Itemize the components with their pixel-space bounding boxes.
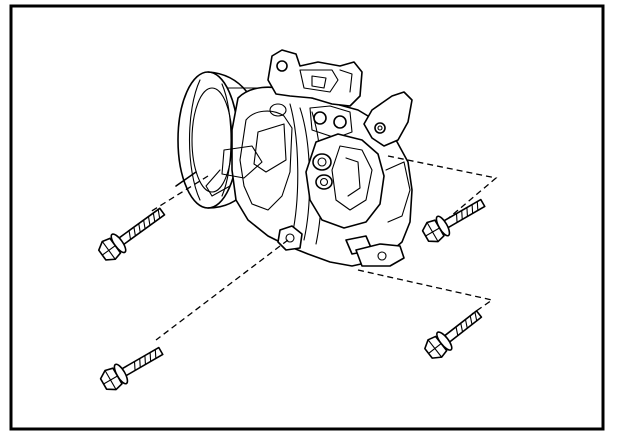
bolt-icon xyxy=(424,310,483,359)
alignment-guide-lines xyxy=(149,155,498,341)
figure-frame xyxy=(9,4,605,431)
bolt-icon xyxy=(99,346,164,391)
guide-line-lower-left xyxy=(155,239,289,341)
compressor-lower-right-mount xyxy=(355,243,405,267)
guide-line-upper-left xyxy=(149,175,209,213)
compressor-lower-mount xyxy=(277,225,303,251)
bolt-icon xyxy=(421,198,486,243)
bolt-lower-right xyxy=(424,310,483,359)
guide-line-lower-right xyxy=(357,269,494,315)
compressor-upper-mount xyxy=(267,49,363,107)
bolt-lower-left xyxy=(99,346,164,391)
bolt-upper-left xyxy=(97,207,166,261)
bolt-icon xyxy=(97,207,166,261)
guide-line-upper-right xyxy=(387,155,498,223)
compressor-rear-mount xyxy=(363,91,413,147)
ac-compressor-icon xyxy=(175,49,413,267)
bolt-upper-right xyxy=(421,198,486,243)
